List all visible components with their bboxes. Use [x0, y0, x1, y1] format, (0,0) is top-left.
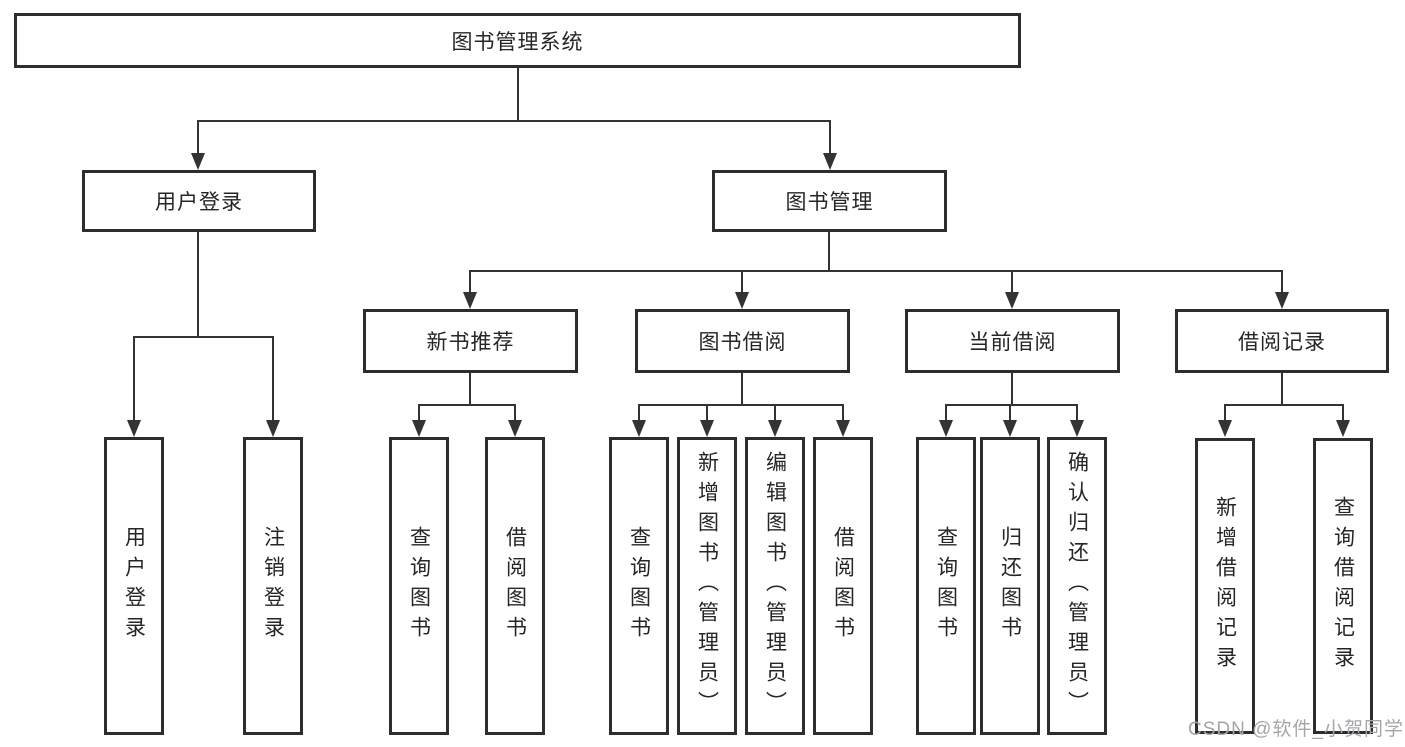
- connector-line: [272, 336, 274, 421]
- connector-line: [774, 404, 776, 421]
- connector-line: [842, 404, 844, 421]
- arrow-down-icon: [127, 420, 141, 437]
- leaf-query-book-current: 查询图书: [916, 437, 976, 735]
- arrow-down-icon: [632, 420, 646, 437]
- leaf-add-borrow-record: 新增借阅记录: [1195, 438, 1255, 734]
- connector-line: [741, 373, 743, 404]
- node-borrow-records: 借阅记录: [1175, 309, 1389, 373]
- leaf-edit-book-admin: 编辑图书（管理员）: [745, 437, 805, 735]
- arrow-down-icon: [1336, 420, 1350, 437]
- node-label: 归还图书: [998, 526, 1022, 646]
- connector-line: [1011, 270, 1013, 293]
- node-label: 用户登录: [155, 191, 243, 214]
- connector-line: [517, 68, 519, 120]
- node-label: 查询图书: [627, 526, 651, 646]
- arrow-down-icon: [768, 420, 782, 437]
- node-label: 图书管理: [785, 191, 874, 214]
- connector-line: [1342, 404, 1344, 421]
- connector-line: [1224, 404, 1226, 421]
- connector-line: [706, 404, 708, 421]
- arrow-down-icon: [823, 153, 837, 170]
- leaf-add-book-admin: 新增图书（管理员）: [677, 437, 737, 735]
- node-book-management: 图书管理: [712, 170, 947, 232]
- node-current-borrow: 当前借阅: [905, 309, 1120, 373]
- node-label: 查询图书: [407, 526, 431, 646]
- arrow-down-icon: [266, 420, 280, 437]
- node-label: 编辑图书（管理员）: [763, 451, 787, 721]
- csdn-watermark: CSDN @软件_小贺同学: [1188, 719, 1404, 740]
- node-label: 新增图书（管理员）: [695, 451, 719, 721]
- connector-line: [469, 373, 471, 404]
- connector-line: [418, 404, 516, 406]
- connector-line: [945, 404, 947, 421]
- node-library-management-system: 图书管理系统: [14, 13, 1021, 68]
- leaf-query-book-recommend: 查询图书: [389, 437, 449, 735]
- node-label: 确认归还（管理员）: [1065, 451, 1089, 721]
- node-label: 借阅图书: [503, 526, 527, 646]
- node-label: 注销登录: [261, 526, 285, 646]
- arrow-down-icon: [191, 153, 205, 170]
- connector-line: [197, 232, 199, 336]
- leaf-borrow-book-recommend: 借阅图书: [485, 437, 545, 735]
- connector-line: [469, 270, 471, 293]
- connector-line: [638, 404, 640, 421]
- connector-line: [469, 270, 1283, 272]
- connector-line: [514, 404, 516, 421]
- connector-line: [1281, 373, 1283, 404]
- node-label: 查询图书: [934, 526, 958, 646]
- node-label: 新增借阅记录: [1213, 496, 1237, 676]
- connector-line: [741, 270, 743, 293]
- arrow-down-icon: [1275, 292, 1289, 309]
- connector-line: [945, 404, 1078, 406]
- node-label: 借阅图书: [831, 526, 855, 646]
- arrow-down-icon: [1218, 420, 1232, 437]
- leaf-user-login: 用户登录: [104, 437, 164, 735]
- node-label: 当前借阅: [968, 331, 1057, 354]
- node-label: 借阅记录: [1238, 331, 1326, 354]
- arrow-down-icon: [463, 292, 477, 309]
- connector-line: [1009, 404, 1011, 421]
- connector-line: [829, 120, 831, 156]
- connector-line: [1076, 404, 1078, 421]
- arrow-down-icon: [412, 420, 426, 437]
- arrow-down-icon: [1070, 420, 1084, 437]
- node-label: 图书管理系统: [451, 30, 584, 54]
- leaf-logout-login: 注销登录: [243, 437, 303, 735]
- node-label: 图书借阅: [698, 331, 787, 354]
- connector-line: [197, 120, 199, 156]
- node-new-book-recommend: 新书推荐: [363, 309, 578, 373]
- node-user-login: 用户登录: [82, 170, 316, 232]
- arrow-down-icon: [735, 292, 749, 309]
- arrow-down-icon: [1005, 292, 1019, 309]
- arrow-down-icon: [836, 420, 850, 437]
- leaf-confirm-return-admin: 确认归还（管理员）: [1047, 437, 1107, 735]
- node-label: 查询借阅记录: [1331, 496, 1355, 676]
- node-book-borrow: 图书借阅: [635, 309, 850, 373]
- leaf-borrow-book: 借阅图书: [813, 437, 873, 735]
- arrow-down-icon: [508, 420, 522, 437]
- node-label: 新书推荐: [426, 331, 515, 354]
- leaf-return-book: 归还图书: [980, 437, 1040, 735]
- connector-line: [1011, 373, 1013, 404]
- connector-line: [418, 404, 420, 421]
- connector-line: [638, 404, 844, 406]
- arrow-down-icon: [1003, 420, 1017, 437]
- arrow-down-icon: [939, 420, 953, 437]
- connector-line: [1281, 270, 1283, 293]
- connector-line: [133, 336, 135, 421]
- connector-line: [197, 120, 831, 122]
- connector-line: [828, 232, 830, 270]
- leaf-query-book-borrow: 查询图书: [609, 437, 669, 735]
- connector-line: [1224, 404, 1344, 406]
- connector-line: [133, 336, 273, 338]
- node-label: 用户登录: [122, 526, 146, 646]
- arrow-down-icon: [700, 420, 714, 437]
- leaf-query-borrow-record: 查询借阅记录: [1313, 438, 1373, 734]
